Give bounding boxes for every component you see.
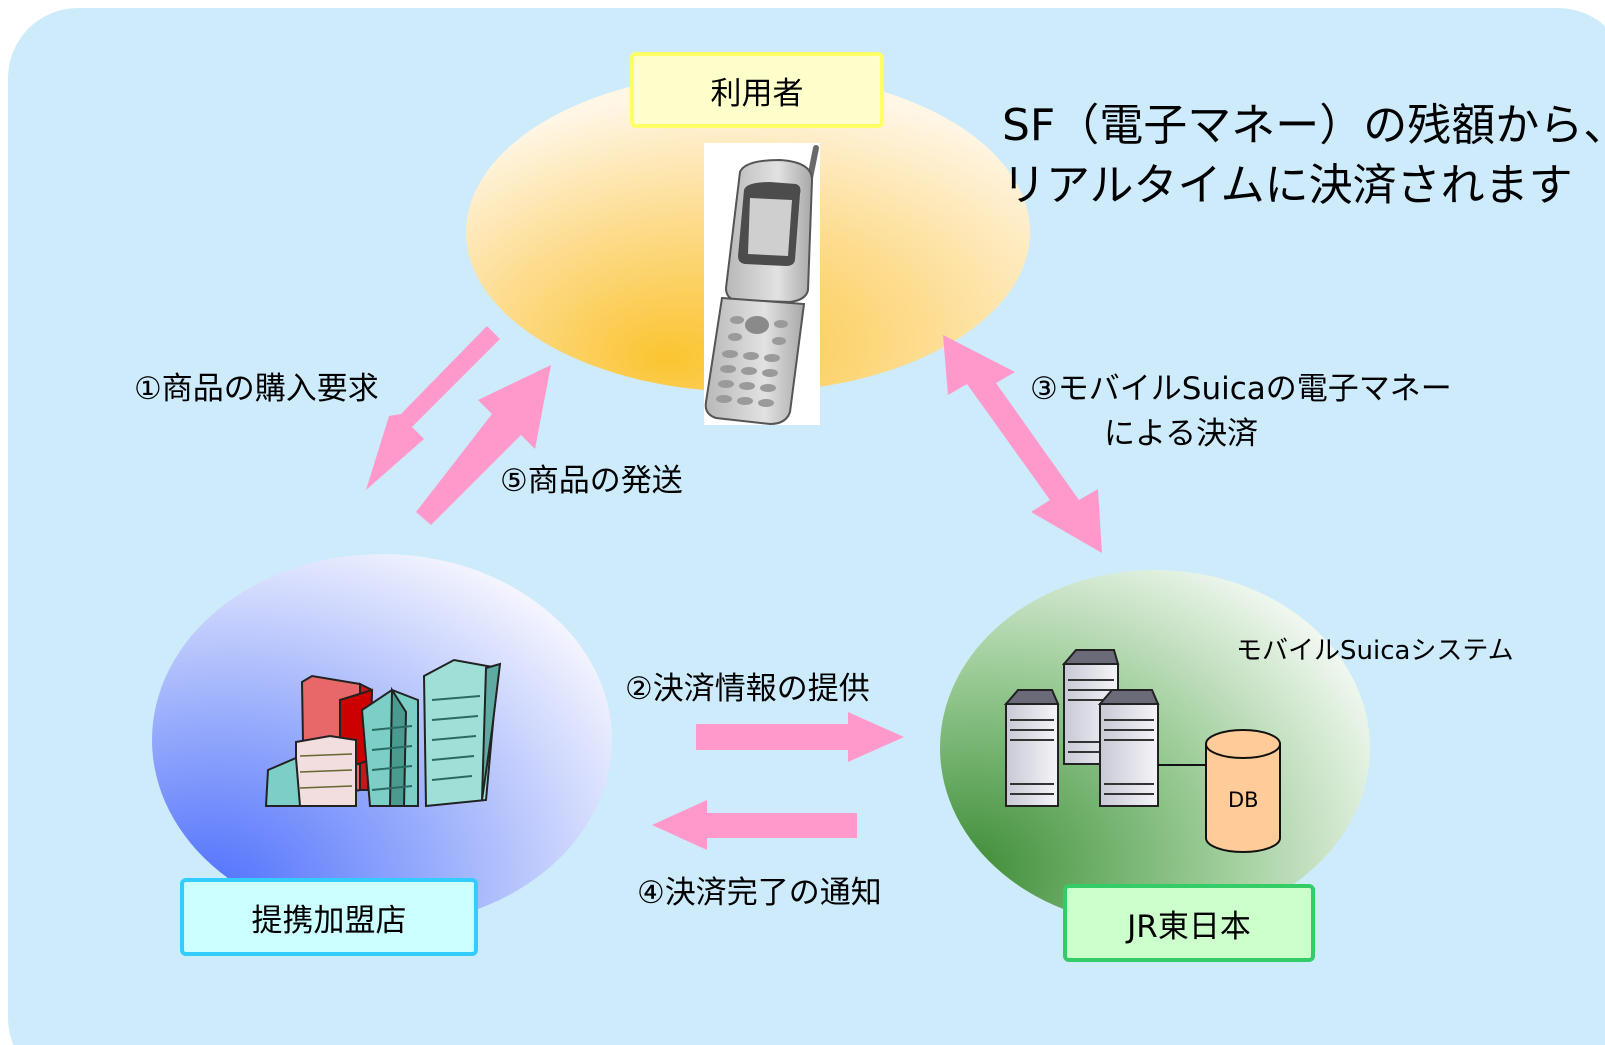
store-label: 提携加盟店 [180, 878, 478, 956]
arrow-step3 [943, 335, 1102, 553]
step5-label: ⑤商品の発送 [500, 463, 683, 499]
arrow-step1 [366, 326, 500, 490]
arrow-step2 [696, 712, 904, 762]
mobile-phone-icon [704, 143, 820, 426]
system-name-label: モバイルSuicaシステム [1236, 636, 1514, 666]
server-icon [1003, 689, 1060, 807]
step4-label: ④決済完了の通知 [637, 875, 882, 911]
headline-line2: リアルタイムに決済されます [1002, 160, 1573, 211]
user-label: 利用者 [630, 52, 884, 128]
headline: SF（電子マネー）の残額から、 リアルタイムに決済されます [1002, 96, 1605, 216]
buildings-icon [264, 658, 502, 808]
step3-label-line2: による決済 [1104, 416, 1259, 452]
step3-label-line1: ③モバイルSuicaの電子マネー [1030, 371, 1452, 407]
db-label: DB [1228, 788, 1259, 812]
server-icon [1097, 689, 1160, 807]
headline-line1: SF（電子マネー）の残額から、 [1002, 100, 1605, 151]
jr-east-label: JR東日本 [1063, 884, 1315, 962]
arrows [366, 326, 1102, 850]
step1-label: ①商品の購入要求 [134, 371, 379, 407]
step2-label: ②決済情報の提供 [625, 671, 870, 707]
arrow-step5 [416, 365, 551, 525]
arrow-step4 [652, 800, 857, 850]
database-icon [1205, 729, 1281, 853]
